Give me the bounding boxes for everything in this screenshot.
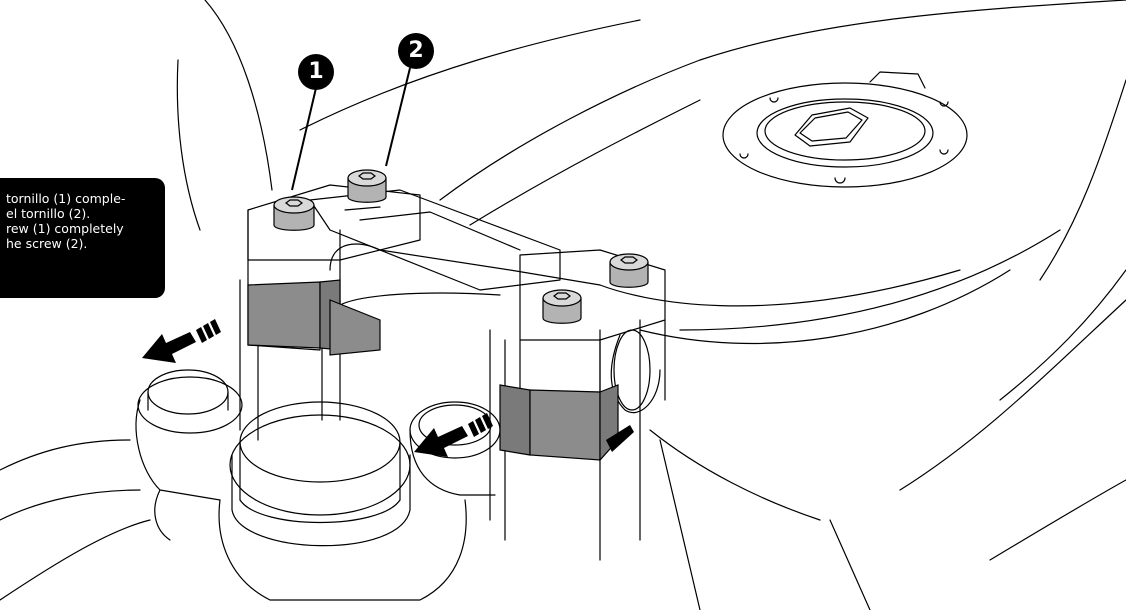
fairing-outline [204,0,273,191]
bolt-4 [542,289,582,324]
center-arrow-icon [414,413,493,457]
instruction-es-line-1: tornillo (1) comple- [6,191,126,206]
riser-bands [247,279,619,462]
bolt-heads [273,169,649,324]
center-fork-cap [218,401,467,601]
leader-line-1 [291,87,317,191]
bolt-2 [347,169,387,203]
callout-marker-2: 2 [398,33,434,69]
instruction-en-line-2: he screw (2). [6,236,88,251]
left-fork-cap [135,369,243,541]
top-clamp [309,189,561,291]
handlebar [329,243,1011,414]
instruction-en-line-1: rew (1) completely [6,221,124,236]
bolt-3 [609,253,649,288]
instruction-callout: tornillo (1) comple- el tornillo (2). re… [0,178,165,298]
instruction-es-line-2: el tornillo (2). [6,206,91,221]
left-arrow-icon [142,319,221,363]
right-riser [519,249,666,401]
bolt-1 [273,196,315,231]
brand-logo-icon [606,425,634,452]
fuel-cap [722,71,968,188]
leader-line-2 [385,67,411,167]
callout-marker-1: 1 [298,54,334,90]
